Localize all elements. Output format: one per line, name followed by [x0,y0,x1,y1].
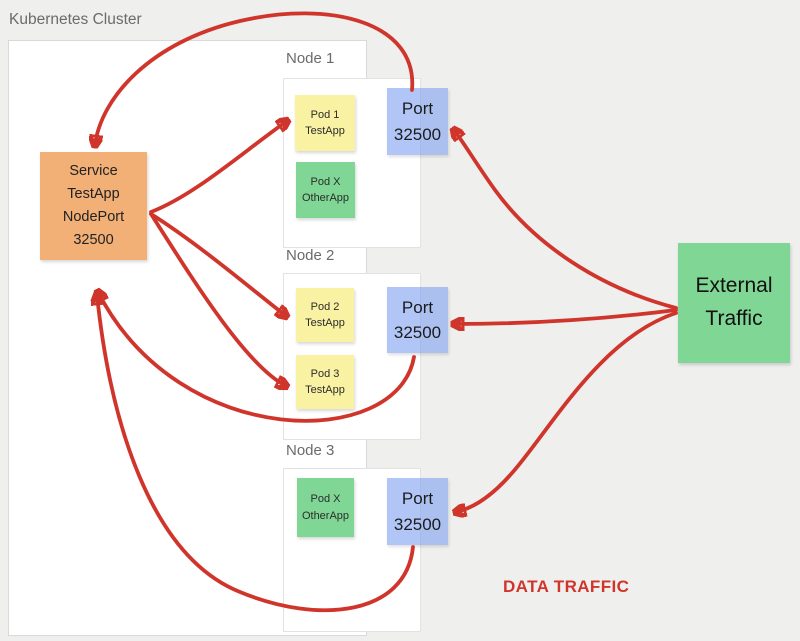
data-traffic-caption: DATA TRAFFIC [503,577,630,596]
pod-name: Pod X [310,493,341,505]
node1-pod1-testapp: Pod 1 TestApp [295,95,355,151]
port-label: Port [401,489,434,508]
cluster-title: Kubernetes Cluster [9,11,142,28]
port-number: 32500 [393,323,442,342]
arrow-external-to-node1-port [454,130,678,310]
node1-podx-otherapp: Pod X OtherApp [296,162,355,218]
pod-app: OtherApp [301,192,350,204]
service-nodeport-box: Service TestApp NodePort 32500 [40,152,147,260]
pod-name: Pod X [310,175,341,188]
port-number: 32500 [393,514,442,534]
pod-name: Pod 1 [310,108,340,121]
external-traffic-box: External Traffic [678,243,790,363]
pod-app: TestApp [305,384,345,396]
service-line: TestApp [67,185,120,202]
pod-app: TestApp [305,317,345,329]
node2-pod3-testapp: Pod 3 TestApp [296,355,354,409]
port-number: 32500 [393,124,442,144]
port-label: Port [401,99,434,118]
port-label: Port [401,297,434,317]
external-line: Traffic [705,307,763,330]
pod-app: TestApp [305,125,345,137]
arrow-external-to-node2-port [454,308,678,324]
node2-label: Node 2 [286,247,335,264]
service-line: Service [69,162,118,179]
pod-name: Pod 3 [310,367,340,380]
node2-port-32500: Port 32500 [387,287,448,353]
external-line: External [695,274,773,298]
node3-port-32500: Port 32500 [387,478,448,545]
node3-podx-otherapp: Pod X OtherApp [297,478,354,537]
service-line: NodePort [62,209,125,225]
arrow-external-to-node3-port [456,311,678,512]
node3-label: Node 3 [286,442,335,459]
node2-pod2-testapp: Pod 2 TestApp [296,288,354,342]
node1-label: Node 1 [286,50,335,67]
service-line: 32500 [73,232,114,249]
node1-port-32500: Port 32500 [387,88,448,155]
pod-name: Pod 2 [310,300,340,313]
pod-app: OtherApp [301,509,350,522]
